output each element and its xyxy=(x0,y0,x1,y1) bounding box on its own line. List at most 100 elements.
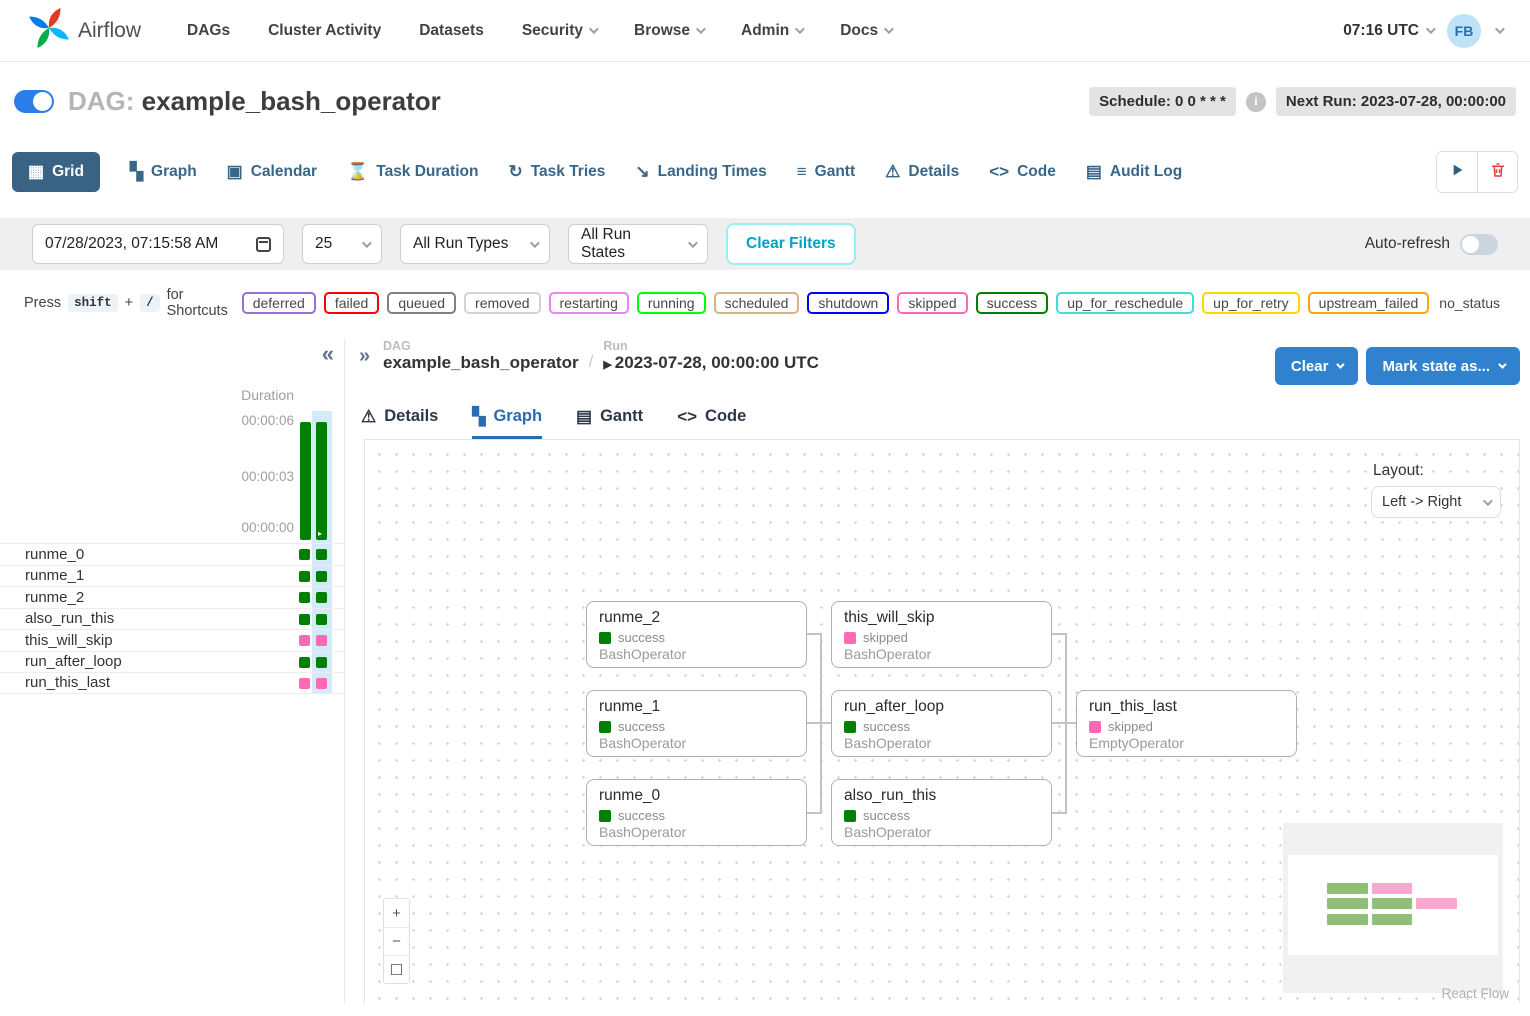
chevron-down-icon xyxy=(588,24,599,35)
view-tab[interactable]: ↘ Landing Times xyxy=(635,162,767,181)
utc-clock-dropdown[interactable]: 07:16 UTC xyxy=(1343,22,1436,40)
state-legend-pill[interactable]: running xyxy=(636,292,706,314)
view-tab[interactable]: <> Code xyxy=(989,162,1056,181)
task-name[interactable]: runme_0 xyxy=(25,545,85,563)
task-name[interactable]: run_this_last xyxy=(25,674,111,692)
view-tab[interactable]: ▚ Graph xyxy=(129,162,197,181)
zoom-in-button[interactable]: + xyxy=(384,899,409,927)
run-detail-tab[interactable]: <> Code xyxy=(677,406,747,426)
nav-item[interactable]: DAGs xyxy=(187,21,231,39)
clear-filters-button[interactable]: Clear Filters xyxy=(726,223,856,265)
view-tab[interactable]: ▦ Grid xyxy=(12,152,100,192)
task-instance-square[interactable] xyxy=(316,570,327,582)
next-run-badge: Next Run: 2023-07-28, 00:00:00 xyxy=(1275,87,1516,116)
state-legend-pill[interactable]: success xyxy=(975,292,1049,314)
nav-item[interactable]: Cluster Activity xyxy=(268,21,382,39)
task-instance-square[interactable] xyxy=(299,656,310,668)
dag-run-bar[interactable]: ▸ xyxy=(300,422,311,540)
task-name[interactable]: runme_1 xyxy=(25,567,85,585)
view-tab[interactable]: ▤ Audit Log xyxy=(1085,162,1183,181)
task-node[interactable]: run_this_last skipped EmptyOperator xyxy=(1076,690,1297,757)
task-name[interactable]: runme_2 xyxy=(25,588,85,606)
task-instance-square[interactable] xyxy=(316,656,327,668)
zoom-out-button[interactable]: − xyxy=(384,927,409,955)
breadcrumb-dag-name[interactable]: example_bash_operator xyxy=(383,353,579,372)
task-instance-square[interactable] xyxy=(316,635,327,646)
view-tab[interactable]: ≡ Gantt xyxy=(796,162,856,181)
delete-dag-button[interactable] xyxy=(1477,152,1517,192)
view-tab[interactable]: ⌛ Task Duration xyxy=(347,162,479,181)
airflow-logo[interactable]: Airflow xyxy=(28,7,141,54)
task-instance-square[interactable] xyxy=(299,592,310,603)
task-instance-square[interactable] xyxy=(299,549,310,560)
dag-pause-toggle[interactable] xyxy=(14,90,54,113)
state-legend-pill[interactable]: up_for_retry xyxy=(1202,292,1300,314)
task-node[interactable]: runme_1 success BashOperator xyxy=(586,690,807,757)
gantt-icon: ≡ xyxy=(796,162,807,181)
state-legend-pill[interactable]: queued xyxy=(387,292,457,314)
task-instance-square[interactable] xyxy=(299,678,310,689)
state-legend-pill[interactable]: deferred xyxy=(241,292,316,314)
fit-view-button[interactable]: ☐ xyxy=(384,955,409,983)
calendar-icon xyxy=(256,236,271,252)
task-node[interactable]: runme_2 success BashOperator xyxy=(586,601,807,668)
task-node[interactable]: runme_0 success BashOperator xyxy=(586,779,807,846)
task-instance-square[interactable] xyxy=(299,635,310,646)
task-instance-square[interactable] xyxy=(316,678,327,689)
nav-item[interactable]: Docs xyxy=(840,22,895,40)
state-legend-pill[interactable]: restarting xyxy=(548,292,629,314)
avatar[interactable]: FB xyxy=(1447,13,1481,48)
graph-canvas[interactable]: Layout: Left -> Right xyxy=(364,439,1520,1003)
play-icon xyxy=(1449,162,1465,183)
view-tab[interactable]: ▣ Calendar xyxy=(226,162,318,181)
expand-panel-icon[interactable]: » xyxy=(359,345,371,367)
state-legend-pill[interactable]: up_for_reschedule xyxy=(1056,292,1195,314)
info-icon[interactable]: i xyxy=(1245,91,1266,112)
state-legend-pill[interactable]: removed xyxy=(464,292,541,314)
state-legend-pill[interactable]: upstream_failed xyxy=(1307,292,1430,314)
task-name[interactable]: run_after_loop xyxy=(25,653,122,671)
trigger-dag-button[interactable] xyxy=(1437,152,1477,192)
nav-item[interactable]: Datasets xyxy=(419,21,484,39)
nav-item[interactable]: Browse xyxy=(634,22,706,40)
minimap-node xyxy=(1372,914,1412,925)
run-detail-tab[interactable]: ▤ Gantt xyxy=(576,406,644,426)
code-icon: <> xyxy=(989,162,1010,181)
base-date-input[interactable]: 07/28/2023, 07:15:58 AM xyxy=(32,224,284,264)
state-legend-pill[interactable]: scheduled xyxy=(713,292,800,314)
state-legend-pill[interactable]: skipped xyxy=(897,292,968,314)
num-runs-select[interactable]: 25 xyxy=(302,224,382,264)
auto-refresh-toggle[interactable] xyxy=(1460,233,1498,255)
task-node[interactable]: run_after_loop success BashOperator xyxy=(831,690,1052,757)
task-name[interactable]: also_run_this xyxy=(25,610,115,628)
view-tab[interactable]: ⚠ Details xyxy=(885,162,960,181)
run-detail-tab[interactable]: ⚠ Details xyxy=(361,406,439,426)
minimap[interactable] xyxy=(1283,823,1503,993)
nav-item[interactable]: Security xyxy=(522,22,599,40)
state-legend-pill[interactable]: shutdown xyxy=(807,292,890,314)
code-icon: <> xyxy=(677,406,698,426)
task-instance-square[interactable] xyxy=(316,549,327,560)
task-instance-square[interactable] xyxy=(316,592,327,603)
nav-item[interactable]: Admin xyxy=(741,22,806,40)
dag-run-bar[interactable]: ▸ xyxy=(316,422,327,540)
task-node[interactable]: this_will_skip skipped BashOperator xyxy=(831,601,1052,668)
dag-name: example_bash_operator xyxy=(141,86,441,116)
run-detail-tab[interactable]: ▚ Graph xyxy=(472,397,543,439)
task-instance-square[interactable] xyxy=(316,613,327,625)
layout-select[interactable]: Left -> Right xyxy=(1371,486,1501,518)
view-tab[interactable]: ↻ Task Tries xyxy=(508,162,606,181)
task-instance-square[interactable] xyxy=(299,613,310,625)
run-types-select[interactable]: All Run Types xyxy=(400,224,550,264)
run-states-select[interactable]: All Run States xyxy=(568,224,708,264)
task-instance-square[interactable] xyxy=(299,570,310,582)
task-name[interactable]: this_will_skip xyxy=(25,631,113,649)
clear-run-button[interactable]: Clear xyxy=(1274,347,1359,385)
mark-state-button[interactable]: Mark state as... xyxy=(1366,347,1520,385)
react-flow-attribution[interactable]: React Flow xyxy=(1441,986,1509,1001)
collapse-panel-icon[interactable]: « xyxy=(321,341,334,366)
duration-tick: 00:00:00 xyxy=(241,520,294,535)
task-node[interactable]: also_run_this success BashOperator xyxy=(831,779,1052,846)
state-legend-pill[interactable]: no_status xyxy=(1437,294,1502,312)
state-legend-pill[interactable]: failed xyxy=(323,292,380,314)
